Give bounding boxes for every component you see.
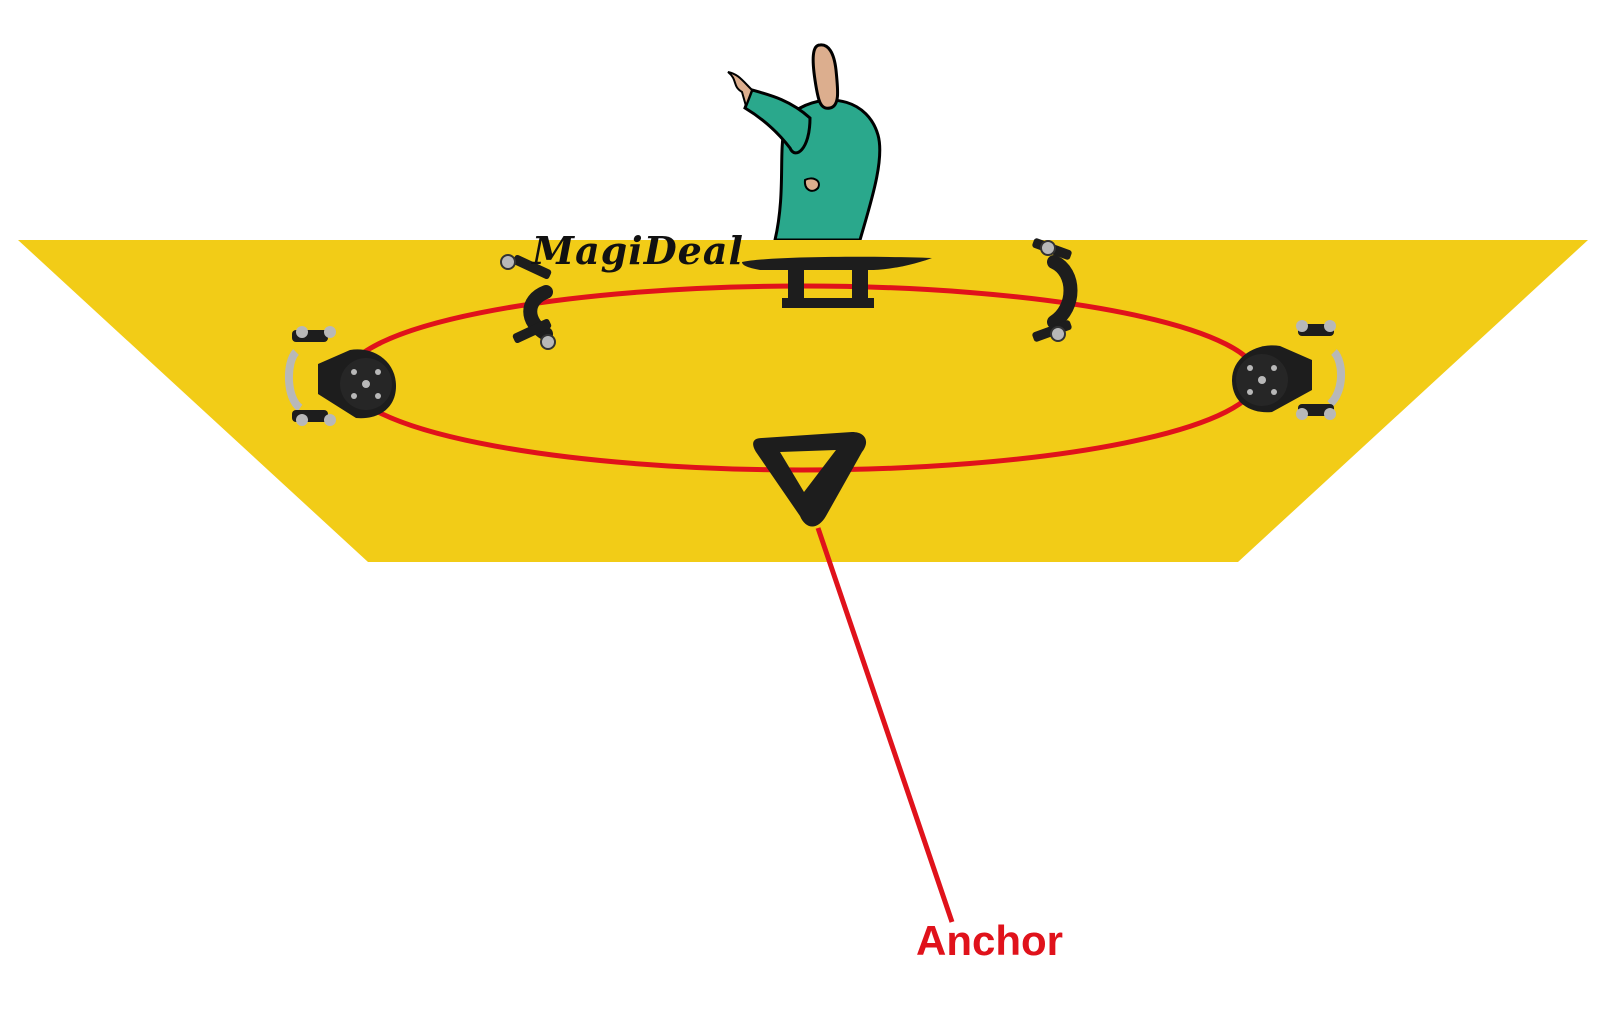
paddler-figure	[727, 43, 882, 242]
brand-watermark: MagiDeal	[532, 228, 744, 273]
paddler-arm	[743, 88, 812, 155]
anchor-line	[815, 527, 955, 923]
kayak-hull	[18, 240, 1588, 562]
paddler-head	[811, 43, 840, 110]
pulley-left	[284, 326, 396, 426]
pad-eye-right	[1032, 238, 1078, 342]
pulley-right	[1232, 320, 1345, 420]
anchor-ring	[753, 432, 867, 527]
cleat	[742, 256, 932, 308]
pad-eye-left	[500, 254, 556, 350]
anchor-label: Anchor	[916, 917, 1063, 964]
paddler-hand	[727, 71, 754, 110]
